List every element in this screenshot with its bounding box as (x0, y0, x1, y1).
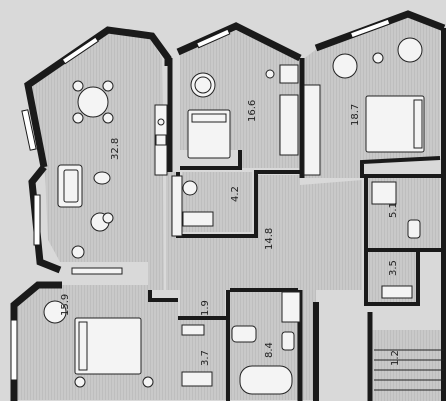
wall-middle-bottom (180, 150, 242, 170)
wall-right-bottom (360, 156, 441, 178)
shelves-bottom (181, 324, 205, 336)
window-right-top (349, 18, 391, 39)
hall-rug (171, 175, 183, 237)
shower-right (371, 181, 397, 205)
pillow-bottom (78, 321, 88, 371)
shelves-bottom-2 (181, 371, 213, 387)
sofa-cushion (63, 169, 79, 203)
dining-chair-3 (72, 112, 84, 124)
area-label-bathroom-top: 4.2 (230, 186, 241, 202)
tv-stand (71, 267, 123, 275)
toilet-bottom (281, 331, 295, 351)
wardrobe-right (303, 84, 321, 176)
nightstand-bottom (74, 376, 86, 388)
plant-living (71, 245, 85, 259)
sink-top-bath (182, 211, 214, 227)
wall-hall-bottom (148, 290, 178, 302)
area-label-bedroom-bottom: 15.9 (60, 294, 71, 316)
window-middle-top (195, 28, 231, 49)
outer-wall-top-right (314, 10, 446, 52)
dining-chair-2 (102, 80, 114, 92)
small-table-right (372, 52, 384, 64)
wall-wardrobe-right (364, 250, 420, 306)
shelves-right (381, 285, 413, 299)
armchair-seat (102, 212, 114, 224)
washing-machine (182, 180, 198, 196)
area-label-stair-landing: 1.2 (390, 350, 401, 366)
chair-middle-bedroom-inner (194, 76, 212, 94)
dining-chair-1 (72, 80, 84, 92)
windows (10, 18, 391, 381)
area-label-bedroom-middle: 16.6 (247, 100, 258, 122)
toilet-right (407, 219, 421, 239)
hob-burner (157, 118, 165, 126)
area-label-hall: 14.8 (264, 228, 275, 250)
dining-chair-4 (102, 112, 114, 124)
area-label-wardrobe-bottom: 3.7 (200, 350, 211, 366)
window-living-lower (33, 194, 41, 246)
window-living-top (61, 36, 99, 65)
area-label-corridor-small: 1.9 (200, 300, 211, 316)
dining-table (77, 86, 109, 118)
lamp-middle (265, 69, 275, 79)
pillow-middle (191, 113, 227, 123)
stair-landing-floor (370, 330, 446, 401)
bathtub (239, 365, 293, 395)
area-label-bedroom-right: 18.7 (350, 104, 361, 126)
pillow-right (413, 99, 423, 149)
shower-bottom (281, 291, 301, 323)
chair-right-1 (332, 53, 358, 79)
kitchen-sink (155, 134, 167, 146)
room-labels: 32.8 16.6 18.7 4.2 14.8 5.1 3.5 15.9 1.9… (60, 100, 401, 366)
area-label-wardrobe-right: 3.5 (388, 260, 399, 276)
sink-bottom-bath (231, 325, 257, 343)
area-label-bath-right: 5.1 (388, 202, 399, 218)
window-living-left (21, 109, 37, 151)
area-label-living: 32.8 (110, 138, 121, 160)
nightstand-bottom-2 (142, 376, 154, 388)
chair-right-2 (397, 37, 423, 63)
desk-middle (279, 64, 299, 84)
stairs (374, 349, 444, 391)
coffee-table (93, 171, 111, 185)
wardrobe-middle (279, 94, 299, 156)
area-label-bath-bottom: 8.4 (264, 342, 275, 358)
living-room-floor (30, 33, 164, 290)
bed-bottom (74, 317, 142, 375)
chair-bottom-bedroom (43, 300, 67, 324)
window-bottom-left (10, 319, 18, 381)
bed-right (365, 95, 425, 153)
furniture (43, 37, 444, 395)
